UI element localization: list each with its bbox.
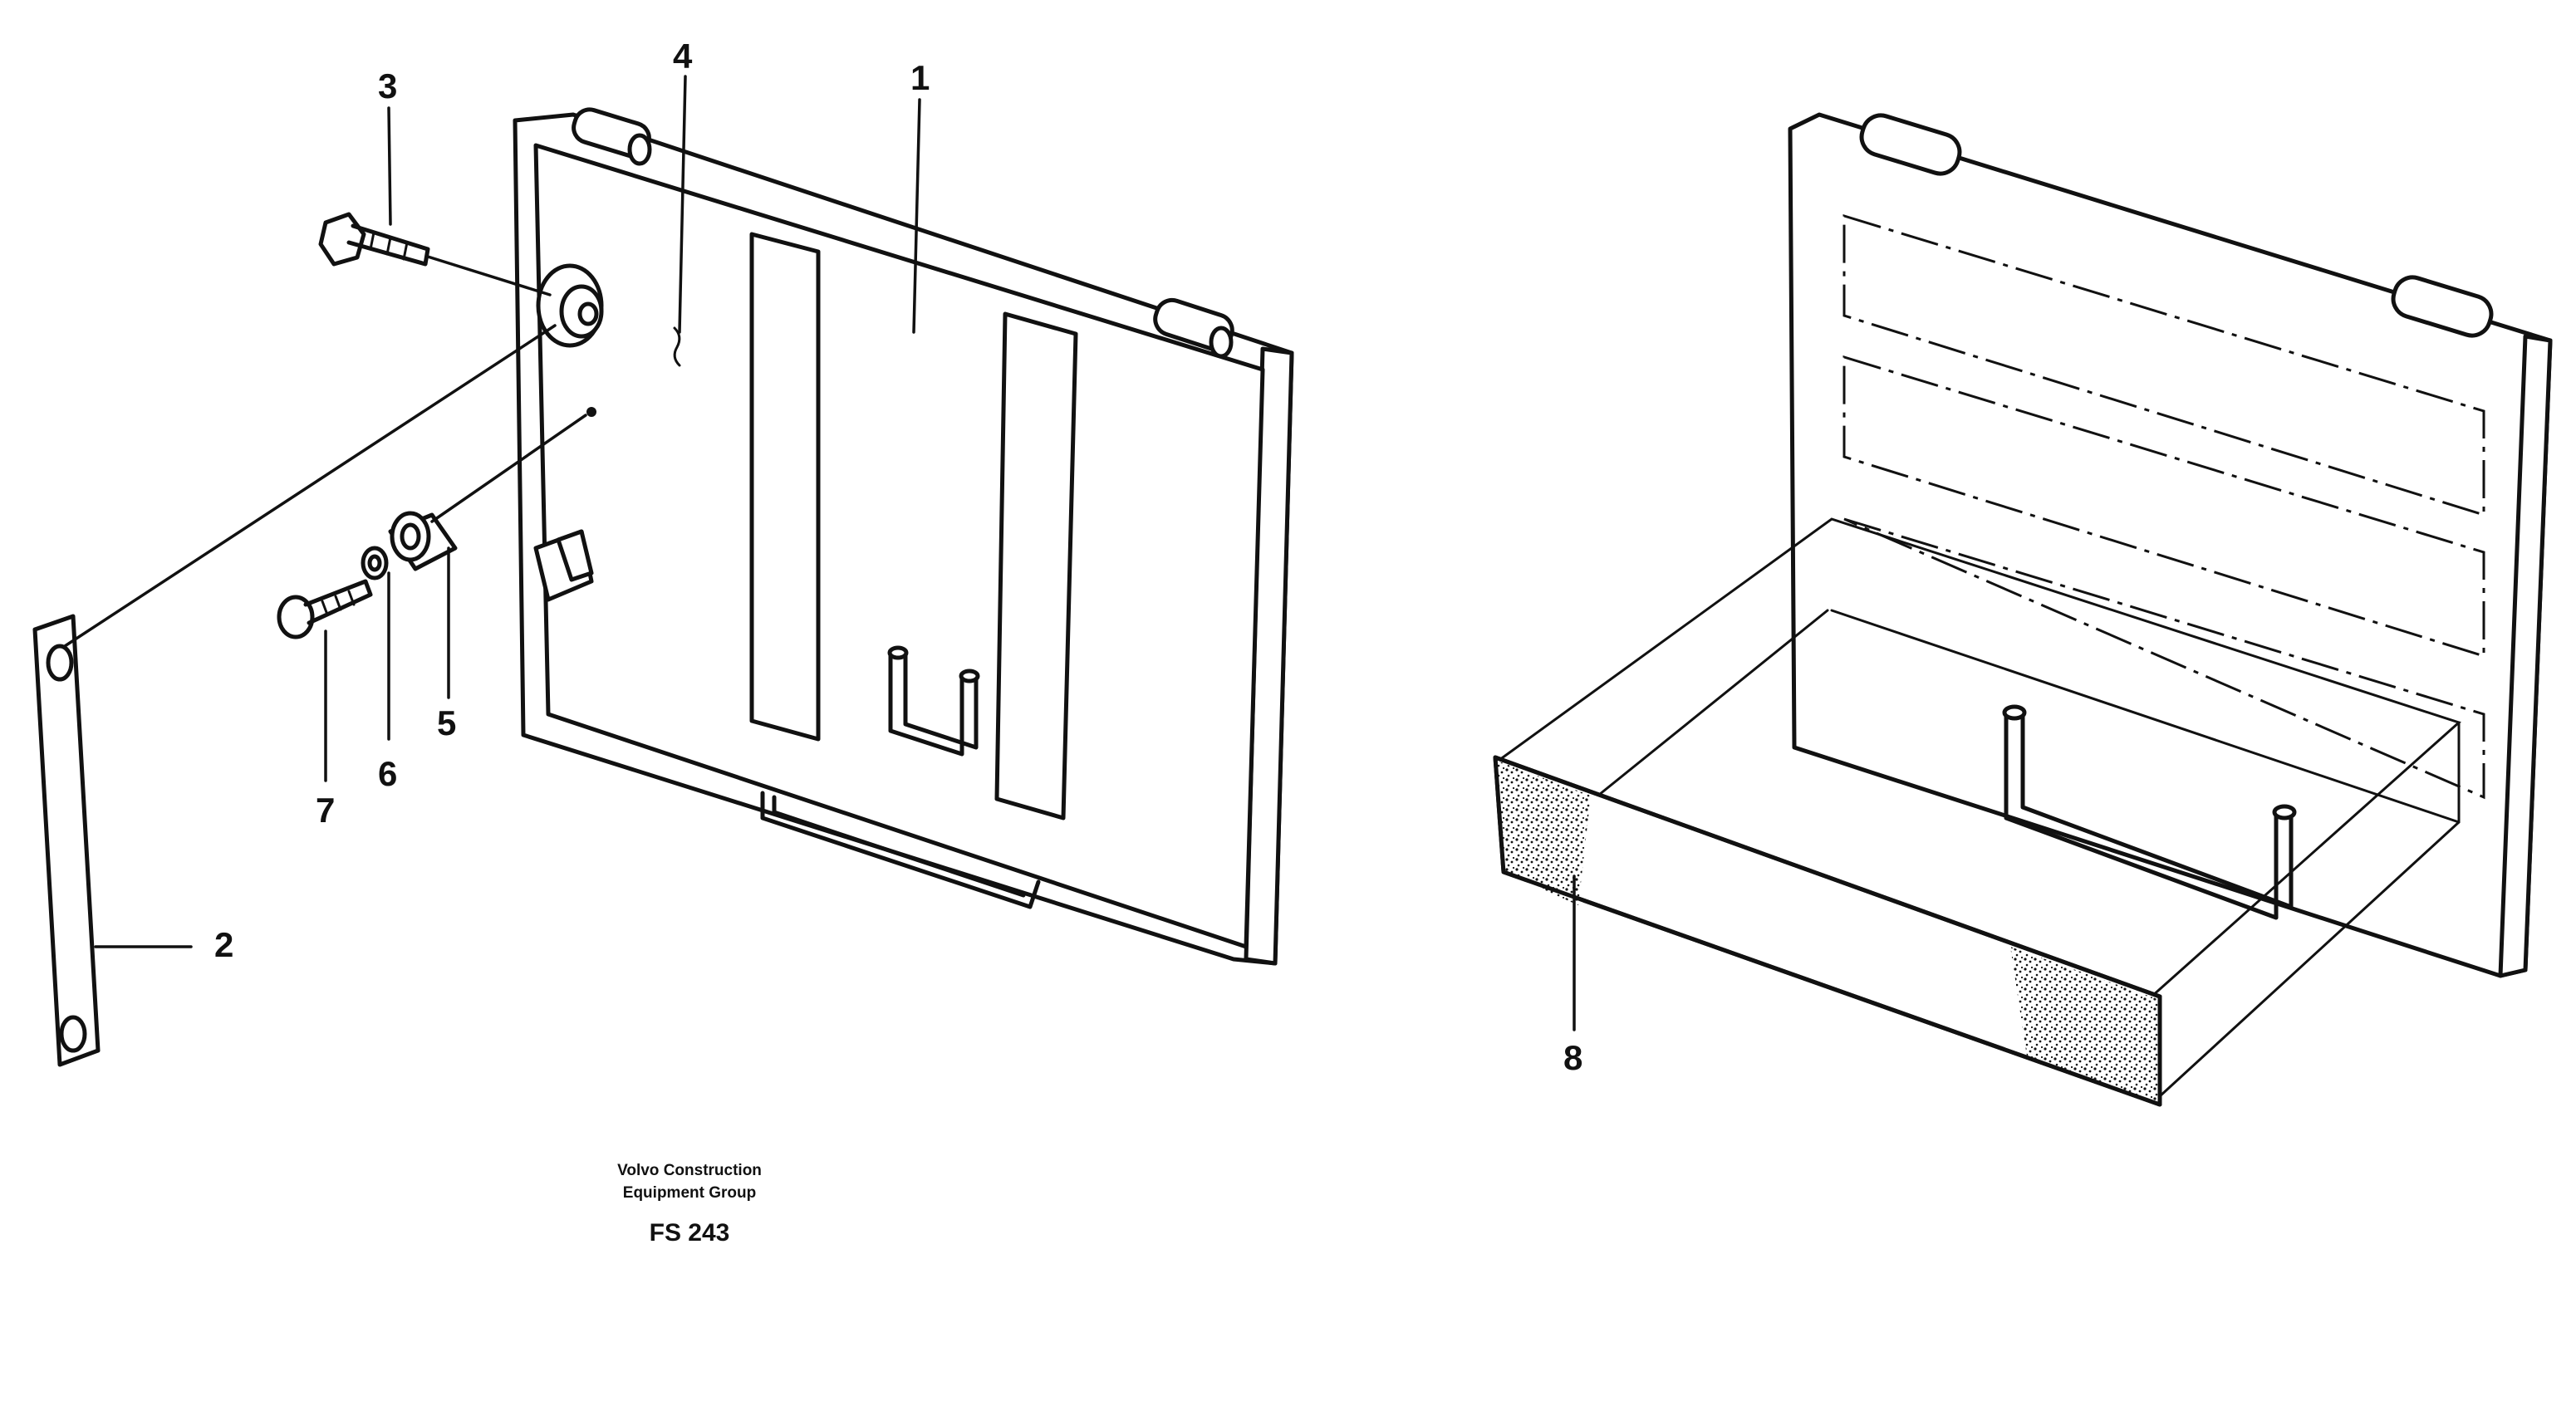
spacer-part-5: [388, 414, 587, 571]
bolt-part-3: [318, 212, 552, 296]
lid-inner-panel: [533, 143, 1265, 949]
lid-slot-left: [749, 232, 821, 742]
foam-stipple-right: [2010, 947, 2160, 1105]
company-line-2: Equipment Group: [622, 1184, 757, 1202]
leader-1: [912, 98, 921, 334]
wire-clip: [673, 326, 681, 367]
box-u-handle: [2004, 708, 2294, 920]
strap-part-2: [32, 324, 557, 1067]
leader-3: [387, 106, 392, 226]
foam-stipple-left: [1497, 761, 1591, 905]
callout-3: 3: [378, 66, 397, 105]
leader-4: [678, 75, 687, 334]
hinge-knuckle-top-right: [1153, 297, 1234, 359]
slot-outline-2: [1842, 355, 2485, 659]
hinge-pad-left: [1859, 113, 1962, 176]
box-with-foam-assembly: [1493, 112, 2553, 1107]
callout-6: 6: [378, 754, 397, 793]
callout-1: 1: [910, 58, 930, 97]
callout-8: 8: [1563, 1038, 1582, 1077]
company-line-1: Volvo Construction: [617, 1162, 762, 1179]
box-lid-assembly: [513, 107, 1294, 966]
lid-slot-right: [994, 311, 1078, 821]
slot-outline-3: [1843, 517, 2485, 800]
hinge-pad-right: [2391, 275, 2494, 338]
lid-carry-handle: [760, 791, 1041, 909]
washer-part-6: [361, 546, 389, 580]
fastening-boss: [536, 263, 604, 348]
callout-2: 2: [214, 925, 233, 964]
box-back-edge: [2498, 334, 2553, 978]
screw-part-7: [277, 579, 373, 639]
tray-top-back: [1498, 517, 2461, 998]
callout-7: 7: [316, 791, 335, 830]
figure-code: FS 243: [649, 1219, 730, 1247]
callout-4: 4: [673, 37, 693, 76]
company-caption: Volvo Construction Equipment Group: [532, 1159, 847, 1204]
slot-outline-1: [1842, 213, 2485, 517]
hinge-knuckle-top-left: [572, 107, 652, 166]
lid-inner-u-handle: [888, 649, 979, 757]
latch-icon: [533, 529, 594, 602]
mounting-hole: [586, 407, 596, 417]
callout-5: 5: [437, 703, 456, 742]
